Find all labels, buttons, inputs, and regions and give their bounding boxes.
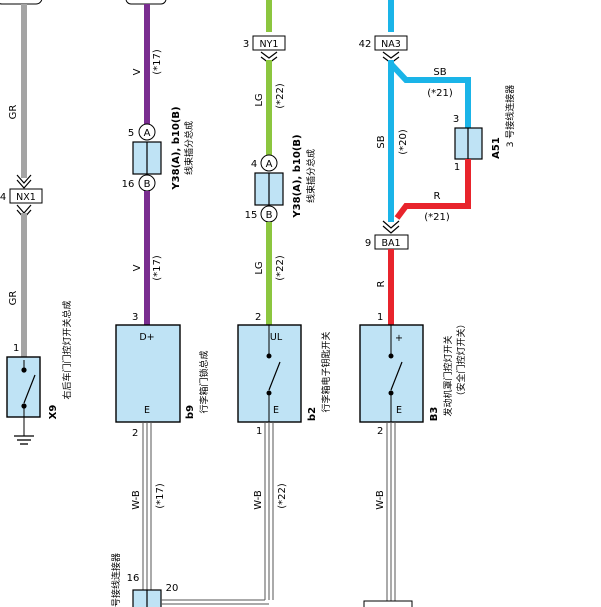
ny1-name: NY1 bbox=[260, 39, 279, 50]
r-label-branch: R bbox=[434, 191, 441, 202]
nx1-pin: 4 bbox=[0, 192, 6, 203]
svg-text:B: B bbox=[266, 210, 273, 221]
b9-bottom-label: E bbox=[144, 405, 150, 416]
b3-code: B3 bbox=[429, 407, 440, 422]
a51-pin-top: 3 bbox=[453, 114, 459, 125]
a51-code: A51 bbox=[491, 137, 502, 159]
b3-switch-arm bbox=[390, 361, 403, 391]
bottom-pin-left: 16 bbox=[127, 573, 140, 584]
gr-label-top: GR bbox=[8, 105, 19, 120]
ba1-name: BA1 bbox=[381, 238, 400, 249]
y38-left-pin-bottom: 16 bbox=[122, 179, 135, 190]
svg-text:A: A bbox=[266, 159, 273, 170]
y38-left-code: Y38(A), b10(B) bbox=[171, 106, 182, 190]
ba1-pin: 9 bbox=[365, 238, 371, 249]
column-b2: NY1 3 LG (*22) A 4 B 15 Y38(A), b10(B) 线… bbox=[237, 0, 332, 600]
bottom-connector-desc: 号接线连接器 bbox=[110, 553, 122, 607]
x9-switch-arm bbox=[23, 374, 36, 404]
b3-bottom-label: E bbox=[396, 405, 402, 416]
b2-desc: 行李箱电子钥匙开关 bbox=[320, 331, 332, 412]
sb-note-main: (*20) bbox=[398, 129, 409, 155]
r-wire-branch bbox=[394, 159, 471, 220]
svg-text:B: B bbox=[144, 179, 151, 190]
sb-label-main: SB bbox=[376, 135, 387, 148]
y38-left-pin-top: 5 bbox=[128, 128, 134, 139]
ny1-chevron bbox=[260, 51, 278, 59]
lg-label-bottom: LG bbox=[254, 261, 265, 274]
b3-top-label: + bbox=[395, 333, 403, 344]
b2-top-pin: 2 bbox=[255, 312, 261, 323]
b9-bottom-pin: 2 bbox=[132, 428, 138, 439]
r-label-bottom: R bbox=[376, 280, 387, 287]
lg-note-top: (*22) bbox=[275, 83, 286, 109]
column-x9: GR NX1 4 GR 1 X9 右后车门门控灯开关总成 bbox=[0, 0, 73, 445]
b3-top-pin: 1 bbox=[377, 312, 383, 323]
y38-mid-code: Y38(A), b10(B) bbox=[292, 134, 303, 218]
lg-note-bottom: (*22) bbox=[275, 255, 286, 281]
b9-component-box bbox=[115, 324, 181, 423]
y38-left-circle-a bbox=[138, 123, 156, 141]
ba1-chevron bbox=[382, 220, 400, 229]
ground-icon bbox=[14, 428, 34, 445]
top-connector-left bbox=[0, 0, 43, 5]
b3-bottom-pin: 2 bbox=[377, 426, 383, 437]
v-note-bottom: (*17) bbox=[152, 255, 163, 281]
b9-top-label: D+ bbox=[139, 332, 154, 343]
na3-chevron bbox=[382, 51, 400, 59]
bottom-connector: 号接线连接器 16 20 bbox=[110, 553, 413, 607]
x9-pin: 1 bbox=[13, 343, 19, 354]
b2-top-label: UL bbox=[270, 332, 283, 343]
nx1-chevron-top bbox=[16, 174, 32, 184]
a51-desc: 3 号接线连接器 bbox=[504, 85, 516, 148]
wb-label-left: W-B bbox=[131, 490, 142, 510]
sb-note-branch: (*21) bbox=[427, 88, 453, 99]
column-b9: V (*17) A 5 B 16 Y38(A), b10(B) 线束插分总成 V… bbox=[115, 0, 210, 590]
gr-label-bottom: GR bbox=[8, 291, 19, 306]
b9-code: b9 bbox=[185, 405, 196, 419]
v-label-top: V bbox=[132, 68, 143, 75]
ny1-connector bbox=[252, 35, 286, 51]
nx1-name: NX1 bbox=[16, 192, 36, 203]
b3-desc1: 发动机罩门控灯开关 bbox=[442, 335, 454, 416]
y38-mid-pin-bottom: 15 bbox=[245, 210, 258, 221]
b2-switch-arm bbox=[268, 361, 281, 391]
a51-pin-bottom: 1 bbox=[454, 162, 460, 173]
ny1-pin: 3 bbox=[243, 39, 249, 50]
sb-wire-branch bbox=[388, 61, 471, 128]
svg-text:A: A bbox=[144, 128, 151, 139]
y38-mid-pin-top: 4 bbox=[251, 159, 257, 170]
top-connector-v bbox=[125, 0, 167, 5]
lg-label-top: LG bbox=[254, 93, 265, 106]
y38-mid-desc: 线束插分总成 bbox=[305, 149, 317, 203]
na3-pin: 42 bbox=[359, 39, 372, 50]
wb-label-right: W-B bbox=[375, 490, 386, 510]
v-label-bottom: V bbox=[132, 264, 143, 271]
na3-name: NA3 bbox=[381, 39, 401, 50]
column-b3: NA3 42 SB (*20) SB (*21) 3 1 A51 3 号接线连接… bbox=[359, 0, 516, 607]
v-note-top: (*17) bbox=[152, 49, 163, 75]
b9-desc: 行李箱门锁总成 bbox=[198, 350, 210, 413]
x9-desc: 右后车门门控灯开关总成 bbox=[61, 300, 73, 399]
y38-mid-circle-a bbox=[260, 154, 278, 172]
b2-bottom-label: E bbox=[273, 405, 279, 416]
r-note-branch: (*21) bbox=[424, 212, 450, 223]
na3-connector bbox=[374, 35, 408, 51]
b2-bottom-pin: 1 bbox=[256, 426, 262, 437]
sb-label-branch: SB bbox=[433, 67, 446, 78]
b2-code: b2 bbox=[307, 407, 318, 421]
nx1-connector bbox=[9, 188, 43, 204]
b9-top-pin: 3 bbox=[132, 312, 138, 323]
b3-desc2: （安全门控灯开关） bbox=[455, 319, 467, 400]
y38-left-desc: 线束插分总成 bbox=[183, 121, 195, 175]
wb-label-mid: W-B bbox=[253, 490, 264, 510]
wb-note-left: (*17) bbox=[155, 483, 166, 509]
x9-code: X9 bbox=[48, 405, 59, 420]
bottom-right-connector-stub bbox=[363, 600, 413, 607]
wb-note-mid: (*22) bbox=[277, 483, 288, 509]
bottom-pin-right: 20 bbox=[166, 583, 179, 594]
